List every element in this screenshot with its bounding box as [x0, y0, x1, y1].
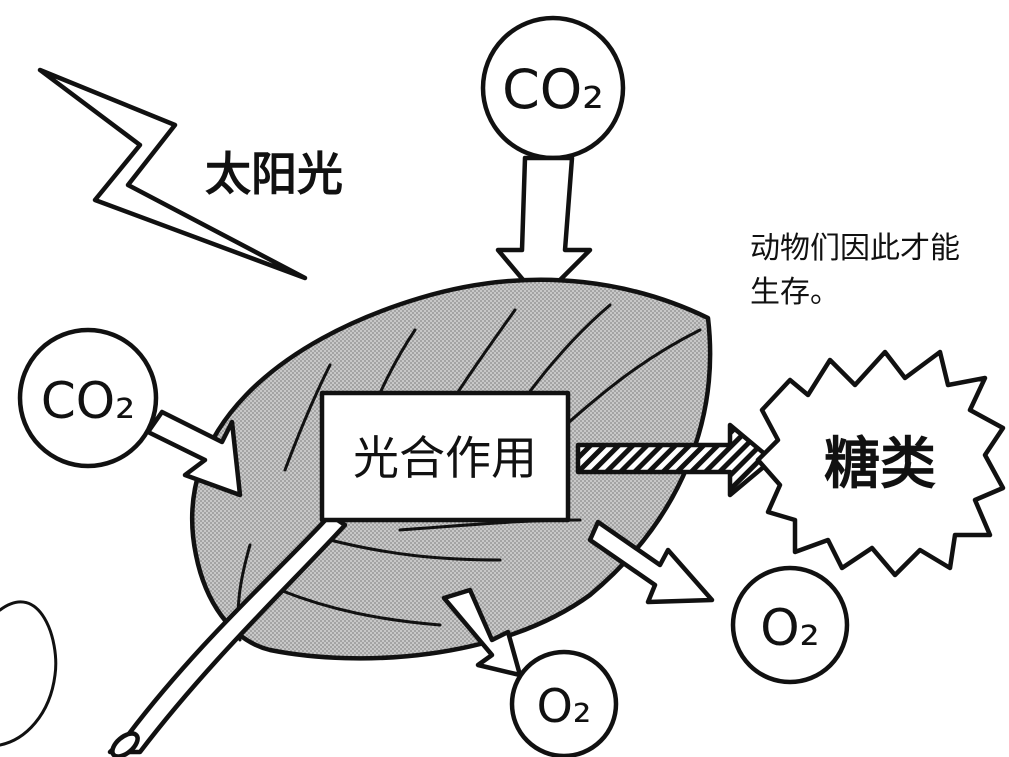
stem-end [110, 731, 140, 757]
note-line-2: 生存。 [750, 275, 840, 310]
o2-circle-bottom [509, 649, 619, 757]
co2-arrow-top [495, 155, 593, 303]
process-box [319, 390, 571, 523]
process-label: 光合作用 [353, 431, 537, 485]
sugar-arrow [575, 422, 775, 498]
co2-label-left: CO₂ [41, 372, 135, 430]
sugar-starburst [755, 349, 1006, 578]
o2-label-bottom: O₂ [537, 679, 592, 733]
sunlight-label: 太阳光 [205, 147, 343, 201]
o2-arrow-bottom [441, 587, 523, 678]
o2-arrow-right [587, 519, 715, 605]
partial-circle-left [0, 600, 58, 747]
co2-circle-left [17, 327, 159, 469]
note-line-1: 动物们因此才能 [750, 231, 960, 266]
o2-circle-right [730, 565, 850, 685]
sugar-label: 糖类 [824, 432, 936, 497]
o2-label-right: O₂ [760, 599, 819, 657]
lightning-bolt-icon [37, 67, 308, 281]
co2-arrow-left [145, 409, 243, 498]
co2-label-top: CO₂ [502, 58, 604, 121]
